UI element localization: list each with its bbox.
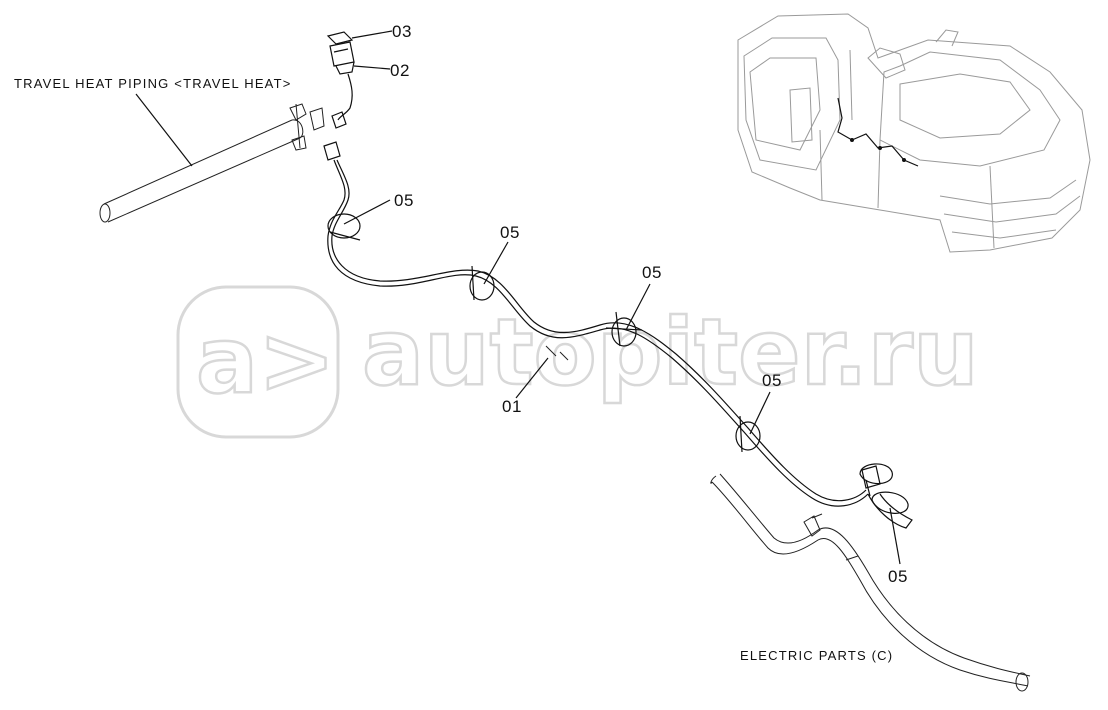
leader-line-05-e <box>889 507 901 565</box>
watermark: a> autopiter.ru <box>176 285 980 439</box>
switch-assembly-illustration <box>323 30 393 161</box>
harness-point-icon <box>902 158 906 162</box>
leader-line-05-c <box>625 283 651 331</box>
watermark-badge-text: a> <box>196 307 335 414</box>
callout-03: 03 <box>392 22 412 41</box>
clamp-05-c <box>605 311 643 347</box>
watermark-badge <box>176 285 340 439</box>
connector-icon <box>331 111 347 129</box>
watermark-site-text: autopiter.ru <box>362 299 979 406</box>
callout-02: 02 <box>390 61 410 80</box>
leader-line-02 <box>353 65 391 70</box>
leader-line-01 <box>515 357 549 399</box>
callout-05-d: 05 <box>762 371 782 390</box>
travel-heat-pipe <box>99 103 325 223</box>
clamp-05-a <box>327 213 361 241</box>
travel-heat-piping-caption: TRAVEL HEAT PIPING <TRAVEL HEAT> <box>14 76 292 91</box>
harness-point-icon <box>878 146 882 150</box>
callout-01: 01 <box>502 397 522 416</box>
electric-parts-caption: ELECTRIC PARTS (C) <box>740 648 893 663</box>
connector-icon <box>861 465 881 489</box>
leader-line-05-a <box>343 199 391 225</box>
switch-cap-icon <box>326 31 354 45</box>
leader-line-05-b <box>483 241 509 285</box>
leader-line-05-d <box>749 391 771 435</box>
clamp-05-b <box>469 265 495 301</box>
leader-line-travel-heat <box>135 93 193 167</box>
leader-line-03 <box>351 30 393 39</box>
electric-parts-pipe <box>710 473 1031 692</box>
excavator-overview-illustration <box>737 13 1091 253</box>
harness-point-icon <box>850 138 854 142</box>
callout-05-e: 05 <box>888 567 908 586</box>
clamp-05-d <box>735 415 761 453</box>
connector-icon <box>323 141 341 161</box>
callout-05-a: 05 <box>394 191 414 210</box>
callout-05-c: 05 <box>642 263 662 282</box>
callout-05-b: 05 <box>500 223 520 242</box>
clamp-05-e <box>859 463 909 514</box>
